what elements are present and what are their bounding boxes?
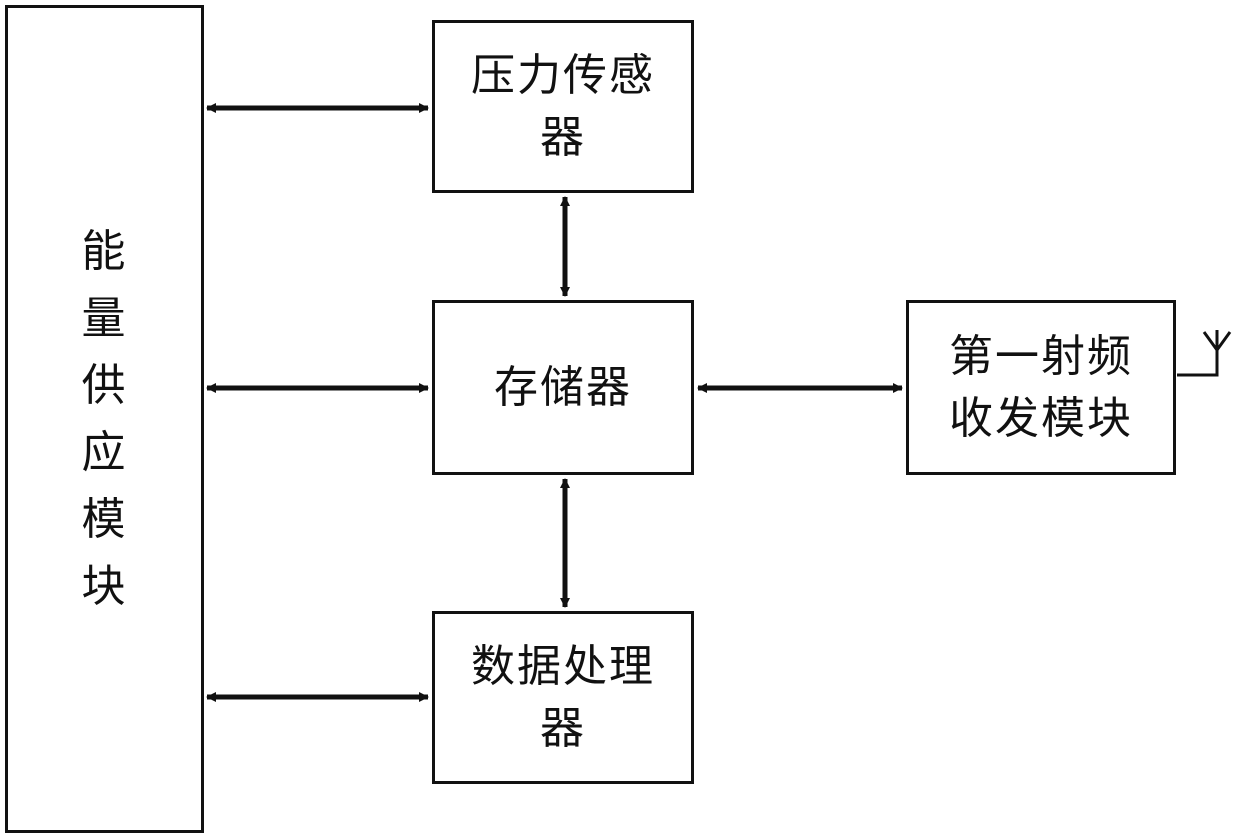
- energy-supply-char: 模: [82, 486, 128, 553]
- memory-line: 存储器: [494, 357, 632, 419]
- energy-supply-char: 能: [82, 218, 128, 285]
- energy-supply-char: 应: [82, 419, 128, 486]
- data-processor-label: 数据处理 器: [471, 636, 655, 760]
- energy-supply-char: 供: [82, 352, 128, 419]
- rf-transceiver-line: 第一射频: [949, 326, 1133, 388]
- antenna-icon: [1177, 330, 1230, 375]
- data-processor-line: 器: [540, 698, 586, 760]
- energy-supply-label: 能 量 供 应 模 块: [82, 218, 128, 620]
- pressure-sensor-line: 器: [540, 107, 586, 169]
- rf-transceiver-label: 第一射频 收发模块: [949, 326, 1133, 450]
- rf-transceiver-block: 第一射频 收发模块: [906, 300, 1176, 475]
- data-processor-line: 数据处理: [471, 636, 655, 698]
- energy-supply-char: 量: [82, 285, 128, 352]
- memory-block: 存储器: [432, 300, 694, 475]
- energy-supply-module: 能 量 供 应 模 块: [5, 5, 204, 833]
- pressure-sensor-line: 压力传感: [471, 45, 655, 107]
- pressure-sensor-block: 压力传感 器: [432, 20, 694, 193]
- memory-label: 存储器: [494, 357, 632, 419]
- pressure-sensor-label: 压力传感 器: [471, 45, 655, 169]
- energy-supply-char: 块: [82, 553, 128, 620]
- rf-transceiver-line: 收发模块: [949, 388, 1133, 450]
- data-processor-block: 数据处理 器: [432, 611, 694, 784]
